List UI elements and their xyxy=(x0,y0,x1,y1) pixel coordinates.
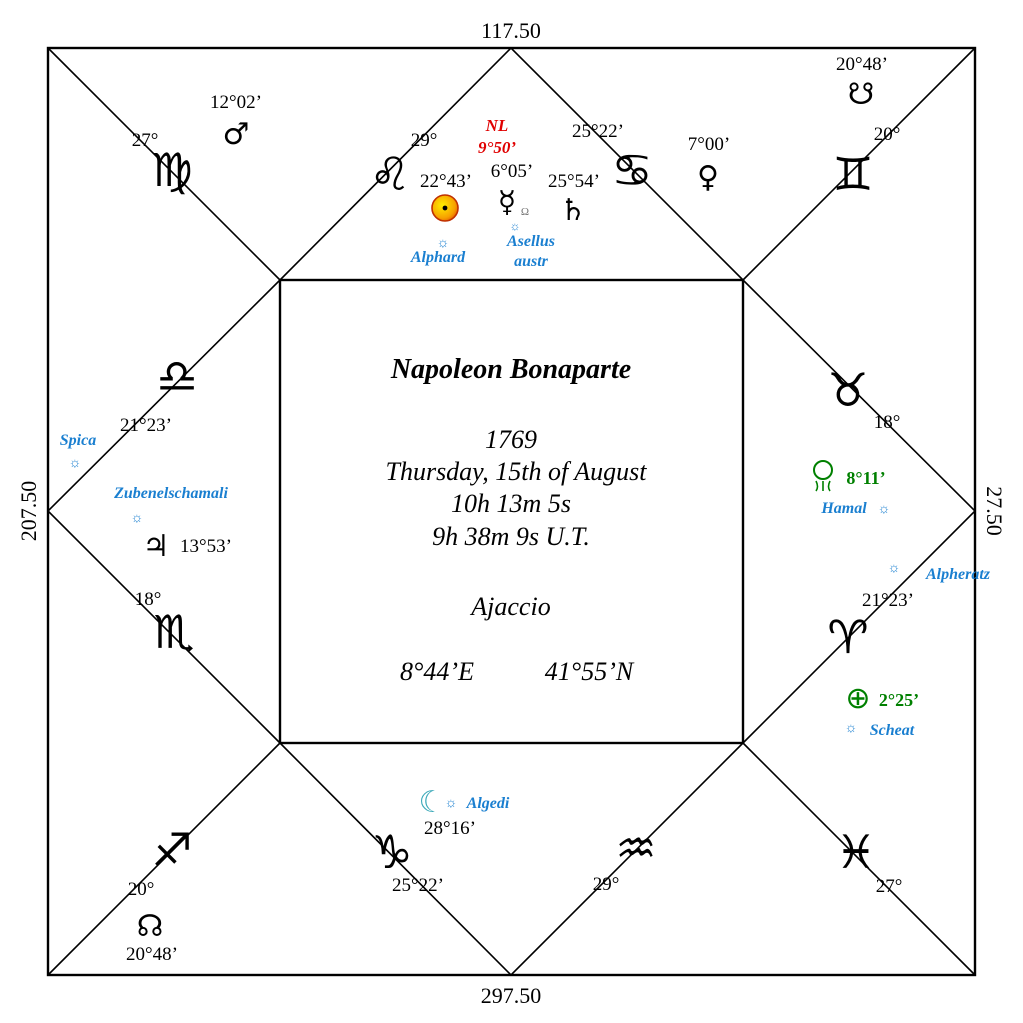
inner-square xyxy=(278,278,745,745)
chart-frame xyxy=(46,46,977,977)
star-alphard: Alphard xyxy=(410,249,466,266)
lunation-degree: 9°50’ xyxy=(478,138,516,157)
mars-icon: ♂ xyxy=(223,117,250,152)
cusp-virgo: 27° xyxy=(132,130,159,151)
stars: ☼ Alphard ☼ Asellus austr Spica ☼ Zubene… xyxy=(60,219,991,812)
cusp-leo: 29° xyxy=(411,130,438,151)
cusp-libra: 21°23’ xyxy=(120,415,172,436)
sign-taurus: ♉ xyxy=(827,363,868,417)
star-icon: ☼ xyxy=(845,721,858,736)
star-icon: ☼ xyxy=(888,561,901,576)
ut-time: 9h 38m 9s U.T. xyxy=(432,522,590,551)
north-node-icon: ☊ xyxy=(137,909,164,944)
cusp-gemini: 20° xyxy=(874,124,901,145)
star-icon: ☼ xyxy=(878,502,891,517)
mercury-degree: 6°05’ xyxy=(491,161,533,182)
edge-right: 27.50 xyxy=(982,486,1007,536)
star-asellus-2: austr xyxy=(514,253,549,270)
sign-virgo: ♍ xyxy=(151,143,192,197)
sign-aries: ♈ xyxy=(827,610,868,664)
jupiter-degree: 13°53’ xyxy=(180,536,232,557)
cusp-pisces: 27° xyxy=(876,876,903,897)
sign-aquarius: ♒ xyxy=(615,821,656,875)
diag-tr xyxy=(742,47,976,281)
star-icon: ☼ xyxy=(445,796,458,811)
lunation-label: NL xyxy=(485,116,509,135)
south-node-degree: 20°48’ xyxy=(836,54,888,75)
diamond-top xyxy=(279,46,744,281)
edge-left: 207.50 xyxy=(16,481,41,542)
lilith-icon xyxy=(813,460,833,492)
place: Ajaccio xyxy=(469,592,550,621)
star-icon: ☼ xyxy=(437,236,450,251)
sign-sagittarius: ♐ xyxy=(151,823,192,877)
sign-leo: ♌ xyxy=(369,147,410,201)
diamond-right xyxy=(742,279,977,744)
star-alpheratz: Alpheratz xyxy=(925,566,991,583)
edge-top: 117.50 xyxy=(481,18,541,43)
star-icon: ☼ xyxy=(69,456,82,471)
cusp-sagittarius: 20° xyxy=(128,879,155,900)
star-scheat: Scheat xyxy=(870,722,915,739)
diag-bl xyxy=(47,742,281,976)
longitude: 8°44’E xyxy=(400,657,474,686)
diamond-bottom xyxy=(279,742,744,977)
saturn-degree: 25°54’ xyxy=(548,171,600,192)
cusp-aquarius: 29° xyxy=(593,874,620,895)
sign-pisces: ♓ xyxy=(835,825,876,879)
star-icon: ☼ xyxy=(510,219,521,233)
local-time: 10h 13m 5s xyxy=(451,489,571,518)
sign-libra: ♎ xyxy=(156,349,197,403)
edge-bottom: 297.50 xyxy=(481,983,542,1008)
saturn-icon: ♄ xyxy=(560,193,587,228)
jupiter-icon: ♃ xyxy=(143,529,170,564)
diamond-left xyxy=(46,279,281,744)
star-hamal: Hamal xyxy=(820,500,867,517)
sign-scorpio: ♏ xyxy=(153,605,194,659)
cusp-scorpio: 18° xyxy=(135,589,162,610)
star-asellus-1: Asellus xyxy=(506,233,555,250)
sign-cancer: ♋ xyxy=(611,143,652,197)
venus-degree: 7°00’ xyxy=(688,134,730,155)
earth-degree: 2°25’ xyxy=(879,690,919,710)
birth-year: 1769 xyxy=(485,425,537,454)
earth-icon: ⊕ xyxy=(845,681,870,716)
sun-degree: 22°43’ xyxy=(420,171,472,192)
cusp-cancer: 25°22’ xyxy=(572,121,624,142)
lilith-degree: 8°11’ xyxy=(846,468,885,488)
mercury-sub: Ω xyxy=(521,206,529,218)
sign-gemini: ♊ xyxy=(832,147,873,201)
center-info: Napoleon Bonaparte 1769 Thursday, 15th o… xyxy=(385,354,647,686)
cusp-taurus: 18° xyxy=(874,412,901,433)
moon-degree: 28°16’ xyxy=(424,818,476,839)
sun-icon xyxy=(431,194,459,222)
sign-capricorn: ♑ xyxy=(371,825,412,879)
cusp-capricorn: 25°22’ xyxy=(392,875,444,896)
star-zubenelschamali: Zubenelschamali xyxy=(113,485,228,502)
south-node-icon: ☋ xyxy=(848,77,875,112)
star-spica: Spica xyxy=(60,432,96,449)
star-icon: ☼ xyxy=(131,511,144,526)
diag-br xyxy=(742,742,976,976)
mercury-icon: ☿ xyxy=(498,185,516,220)
latitude: 41°55’N xyxy=(545,657,635,686)
diag-tl xyxy=(47,47,281,281)
moon-icon: ☾ xyxy=(419,785,446,820)
birth-date: Thursday, 15th of August xyxy=(385,457,647,486)
page-title: Napoleon Bonaparte xyxy=(390,354,631,385)
star-algedi: Algedi xyxy=(466,795,510,812)
north-node-degree: 20°48’ xyxy=(126,944,178,965)
cusp-aries: 21°23’ xyxy=(862,590,914,611)
mars-degree: 12°02’ xyxy=(210,92,262,113)
venus-icon: ♀ xyxy=(697,160,719,195)
